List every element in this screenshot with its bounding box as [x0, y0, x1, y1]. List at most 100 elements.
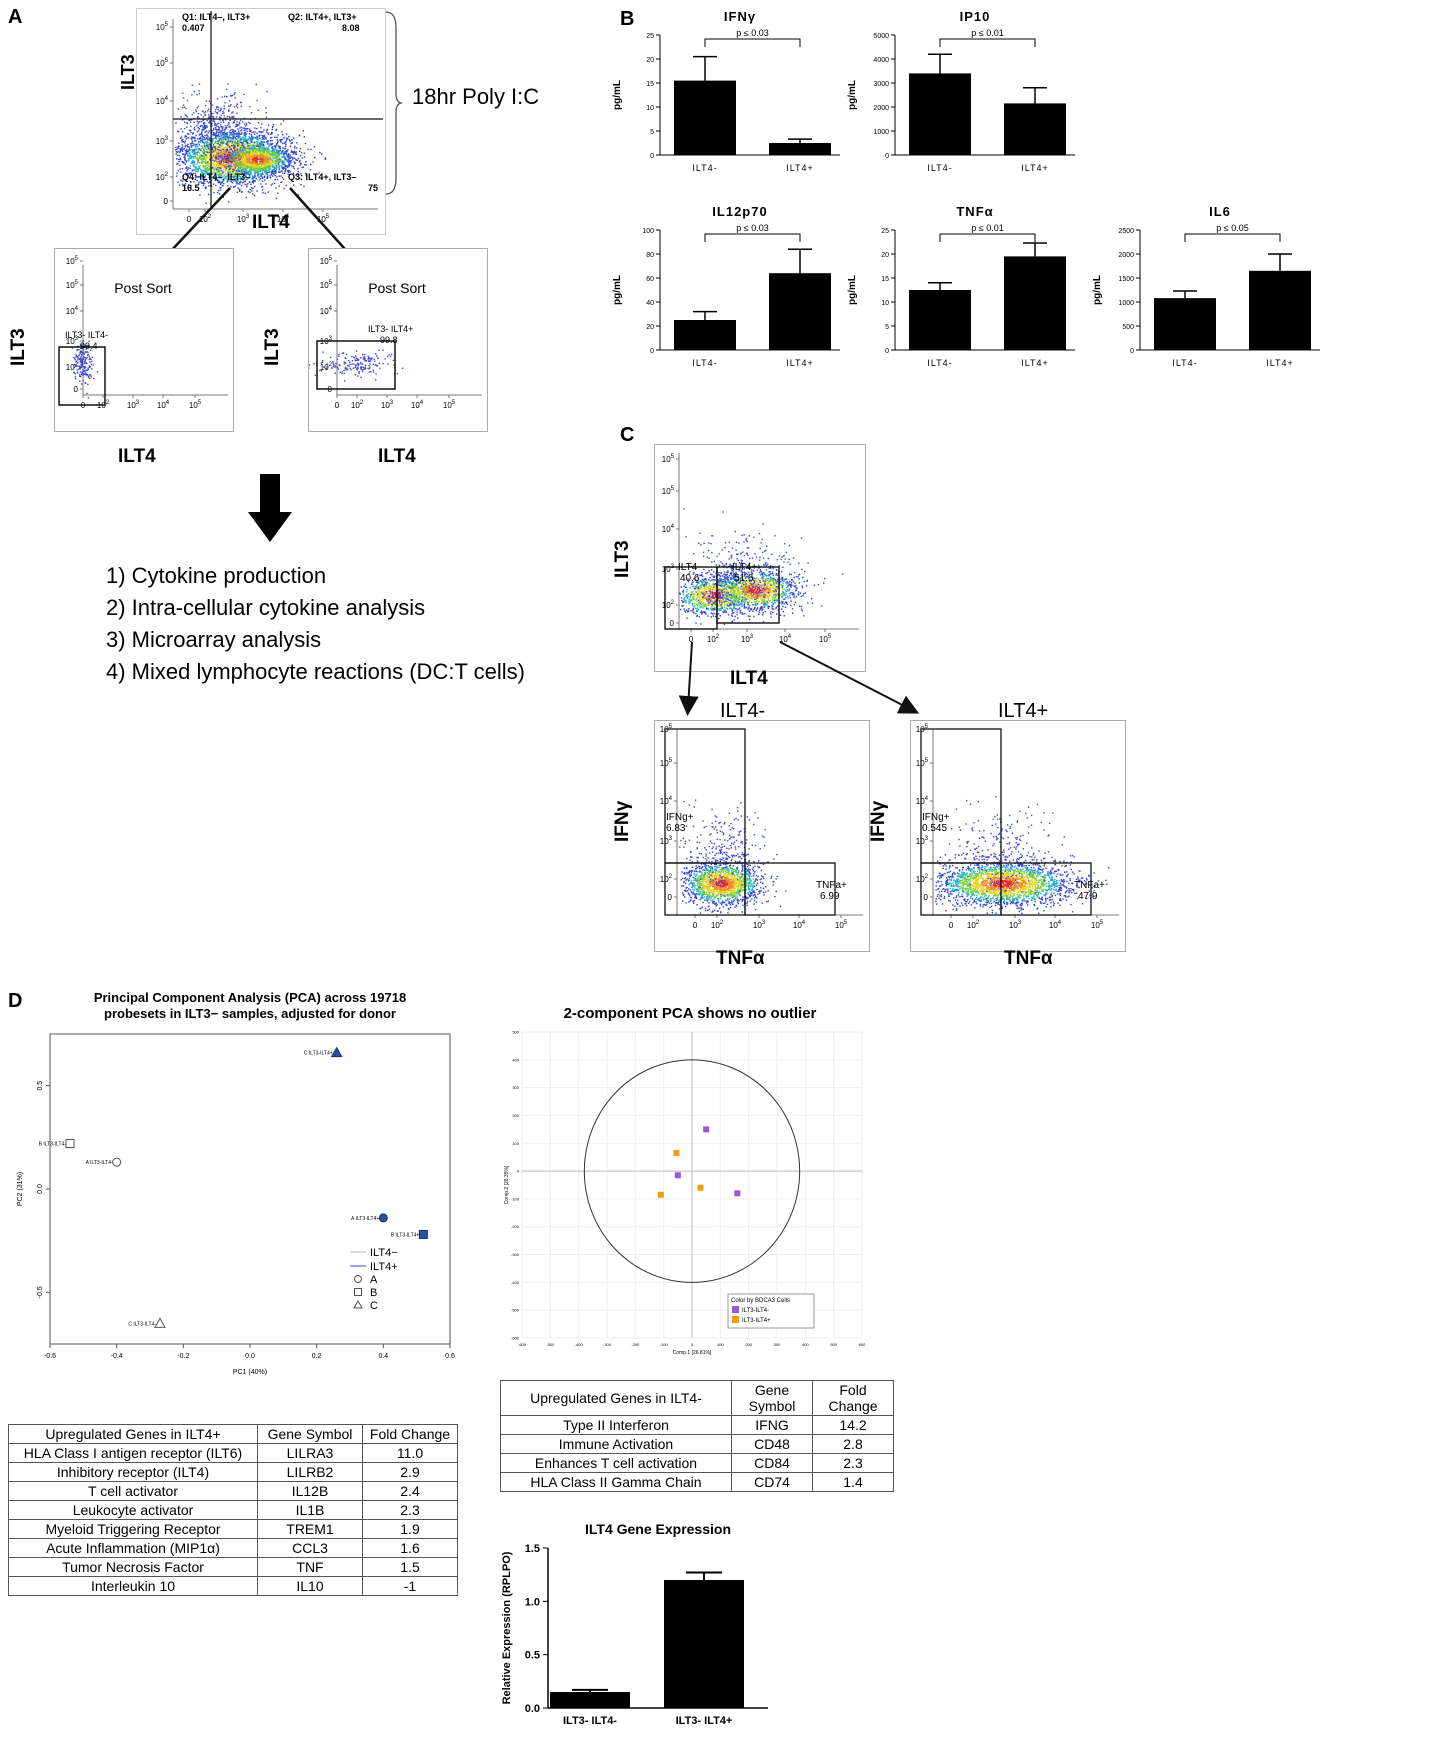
event-dot [226, 161, 228, 163]
event-dot [243, 181, 245, 183]
event-dot [259, 168, 261, 171]
event-dot [271, 128, 273, 131]
event-dot [229, 136, 231, 139]
event-dot [182, 104, 185, 106]
event-dot [221, 165, 224, 168]
event-dot [180, 137, 182, 139]
event-dot [233, 134, 235, 136]
event-dot [250, 155, 252, 158]
event-dot [207, 144, 209, 146]
event-dot [343, 361, 345, 363]
event-dot [177, 181, 179, 183]
event-dot [204, 161, 207, 163]
event-dot [232, 117, 235, 119]
event-dot [279, 147, 281, 150]
event-dot [206, 171, 208, 173]
event-dot [232, 167, 234, 169]
event-dot [87, 383, 89, 386]
event-dot [193, 137, 195, 140]
event-dot [224, 153, 227, 155]
event-dot [241, 137, 243, 139]
event-dot [250, 140, 252, 142]
event-dot [252, 149, 255, 151]
event-dot [227, 163, 229, 165]
event-dot [230, 180, 232, 182]
event-dot [276, 150, 279, 152]
event-dot [227, 179, 230, 182]
event-dot [247, 170, 249, 172]
event-dot [269, 157, 271, 159]
event-dot [753, 615, 755, 618]
event-dot [264, 150, 266, 152]
event-dot [231, 130, 234, 133]
event-dot [256, 151, 258, 153]
event-dot [219, 119, 221, 121]
event-dot [228, 163, 230, 165]
event-dot [202, 116, 205, 118]
event-dot [261, 168, 263, 171]
event-dot [282, 172, 284, 174]
event-dot [262, 131, 264, 133]
event-dot [187, 146, 189, 148]
event-dot [248, 145, 251, 147]
event-dot [268, 124, 270, 126]
event-dot [248, 146, 251, 149]
event-dot [281, 162, 284, 165]
event-dot [206, 133, 208, 136]
event-dot [313, 145, 316, 148]
event-dot [260, 174, 263, 176]
event-dot [304, 142, 307, 145]
event-dot [303, 152, 306, 154]
event-dot [197, 116, 199, 118]
event-dot [296, 159, 298, 161]
event-dot [249, 137, 252, 139]
event-dot [362, 357, 364, 359]
event-dot [361, 369, 363, 371]
category-label: ILT4- [927, 163, 952, 173]
event-dot [82, 360, 84, 362]
event-dot [207, 135, 209, 138]
event-dot [229, 175, 231, 178]
event-dot [715, 607, 717, 610]
event-dot [699, 588, 701, 590]
event-dot [202, 151, 204, 153]
event-dot [188, 172, 190, 175]
event-dot [326, 363, 329, 365]
event-dot [263, 136, 265, 138]
event-dot [223, 162, 225, 165]
event-dot [245, 179, 247, 181]
event-dot [275, 152, 277, 154]
event-dot [248, 154, 250, 156]
event-dot [228, 156, 230, 158]
event-dot [284, 147, 287, 150]
event-dot [178, 154, 180, 157]
event-dot [237, 183, 239, 185]
bar [674, 320, 736, 350]
event-dot [198, 148, 201, 151]
category-label: ILT4- [1172, 358, 1197, 368]
event-dot [212, 112, 214, 115]
event-dot [229, 169, 232, 172]
event-dot [710, 616, 712, 618]
event-dot [378, 349, 380, 351]
event-dot [224, 128, 226, 131]
event-dot [253, 185, 256, 188]
y-tick-label: 105 [320, 280, 333, 290]
event-dot [231, 157, 233, 159]
event-dot [261, 189, 264, 191]
event-dot [242, 149, 244, 151]
event-dot [259, 147, 262, 150]
event-dot [235, 135, 237, 138]
event-dot [201, 175, 204, 177]
event-dot [196, 148, 198, 150]
event-dot [238, 146, 241, 148]
event-dot [194, 166, 196, 168]
event-dot [222, 119, 224, 122]
event-dot [73, 371, 75, 374]
event-dot [212, 150, 215, 153]
event-dot [288, 164, 290, 166]
event-dot [244, 169, 246, 172]
event-dot [215, 176, 217, 179]
event-dot [188, 146, 190, 148]
event-dot [234, 154, 236, 156]
